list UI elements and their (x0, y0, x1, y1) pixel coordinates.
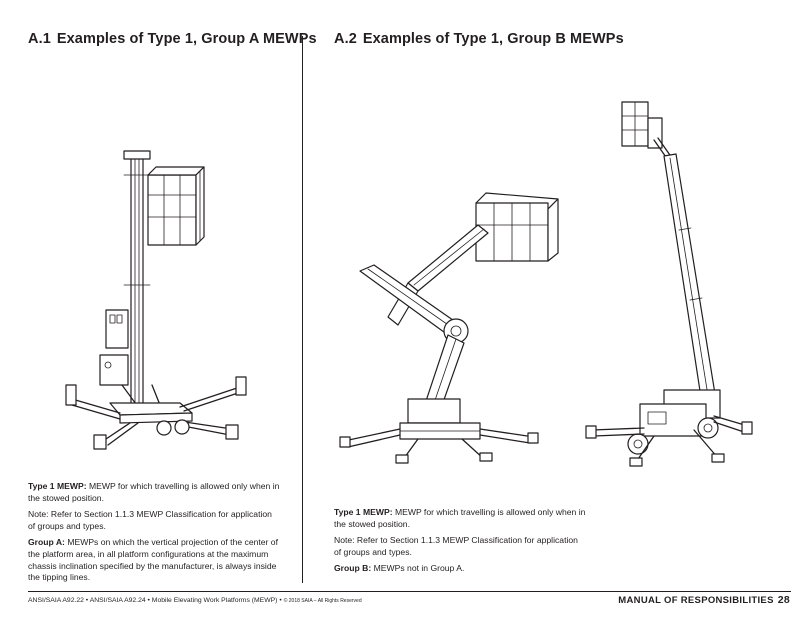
left-group-label: Group A: (28, 537, 65, 548)
page-number: 28 (777, 594, 790, 606)
left-group-definition: Group A: MEWPs on which the vertical pro… (28, 537, 280, 583)
section-a1-number: A.1 (28, 31, 51, 47)
footer-standards: ANSI/SAIA A92.22 • ANSI/SAIA A92.24 • Mo… (28, 597, 362, 604)
left-group-text: MEWPs on which the vertical projection o… (28, 537, 278, 583)
footer-standards-text: ANSI/SAIA A92.22 • ANSI/SAIA A92.24 • Mo… (28, 597, 282, 604)
mast-lift-illustration (65, 150, 247, 450)
footer-rule (28, 591, 791, 592)
column-divider (302, 36, 303, 583)
left-type-definition: Type 1 MEWP: MEWP for which travelling i… (28, 481, 280, 504)
right-group-label: Group B: (334, 563, 372, 574)
left-type-text: MEWP for which travelling is allowed onl… (28, 481, 280, 503)
left-type-label: Type 1 MEWP: (28, 481, 87, 491)
right-definitions: Type 1 MEWP: MEWP for which travelling i… (334, 507, 586, 580)
footer-copyright: © 2018 SAIA – All Rights Reserved (283, 598, 362, 604)
right-type-definition: Type 1 MEWP: MEWP for which travelling i… (334, 507, 586, 530)
right-group-text: MEWPs not in Group A. (373, 563, 465, 574)
section-a1-heading: A.1 Examples of Type 1, Group A MEWPs (28, 31, 317, 47)
telescopic-boom-illustration (585, 101, 753, 467)
section-a2-title: Examples of Type 1, Group B MEWPs (362, 31, 624, 47)
right-note: Note: Refer to Section 1.1.3 MEWP Classi… (334, 535, 578, 557)
section-a2-number: A.2 (334, 31, 357, 47)
right-type-label: Type 1 MEWP: (334, 507, 393, 517)
articulating-boom-illustration (339, 192, 559, 464)
footer-manual-title: MANUAL OF RESPONSIBILITIES (618, 595, 774, 606)
section-a1-title: Examples of Type 1, Group A MEWPs (56, 31, 317, 47)
left-definitions: Type 1 MEWP: MEWP for which travelling i… (28, 481, 280, 589)
right-type-text: MEWP for which travelling is allowed onl… (334, 507, 586, 529)
left-note: Note: Refer to Section 1.1.3 MEWP Classi… (28, 509, 272, 531)
section-a2-heading: A.2 Examples of Type 1, Group B MEWPs (334, 31, 624, 47)
right-group-definition: Group B: MEWPs not in Group A. (334, 563, 586, 575)
